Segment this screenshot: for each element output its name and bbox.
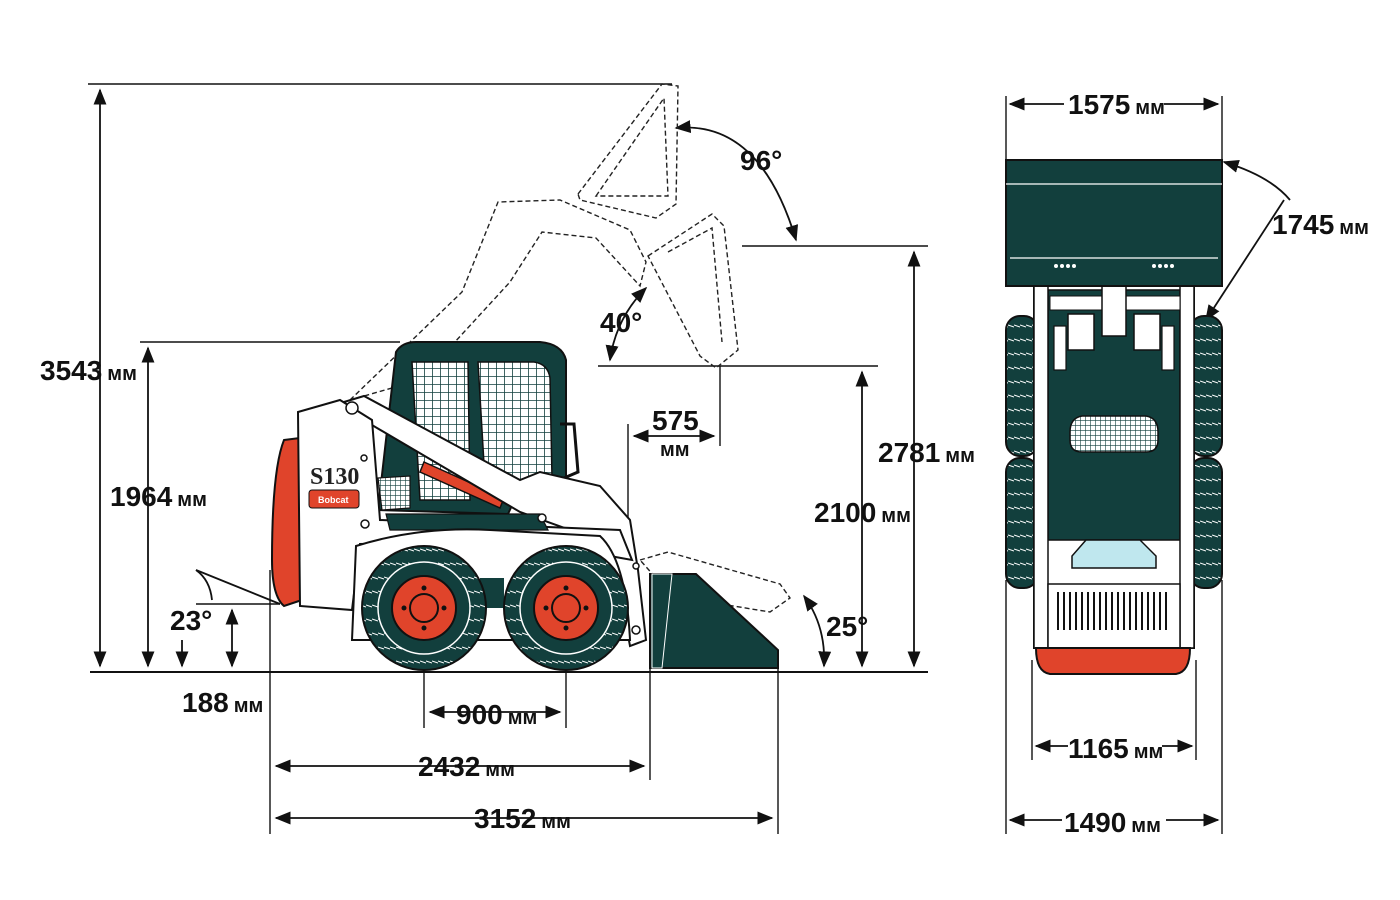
extension-lines xyxy=(88,83,928,834)
front-wheel xyxy=(503,545,629,671)
rollback-angle-label: 25° xyxy=(826,611,868,642)
rear-radiator-vents xyxy=(1057,592,1167,630)
brand-badge xyxy=(308,489,360,509)
brand-label: Bobcat xyxy=(318,495,349,505)
raised-boom-outline xyxy=(349,83,791,613)
dump-reach-value: 575 xyxy=(652,405,699,436)
departure-angle-label: 23° xyxy=(170,605,212,636)
front-bucket xyxy=(1005,159,1223,287)
front-body xyxy=(1033,281,1195,675)
front-extension-lines xyxy=(1005,96,1223,834)
max-rollback-angle-label: 96° xyxy=(740,145,782,176)
rear-wheel xyxy=(361,545,487,671)
front-dimension-arrows xyxy=(1008,97,1291,827)
model-label: S130 xyxy=(310,464,359,490)
dump-reach-unit: мм xyxy=(660,439,690,461)
front-counterweight xyxy=(1034,647,1192,675)
front-grille xyxy=(1069,415,1159,453)
rear-counterweight xyxy=(270,436,304,608)
front-light-window xyxy=(1071,539,1157,569)
bucket xyxy=(649,573,779,669)
dump-angle-label: 40° xyxy=(600,307,642,338)
side-view: S130 Bobcat xyxy=(40,83,975,834)
cab xyxy=(376,341,580,516)
dimension-arrows xyxy=(93,88,921,825)
front-tires xyxy=(1005,315,1223,589)
